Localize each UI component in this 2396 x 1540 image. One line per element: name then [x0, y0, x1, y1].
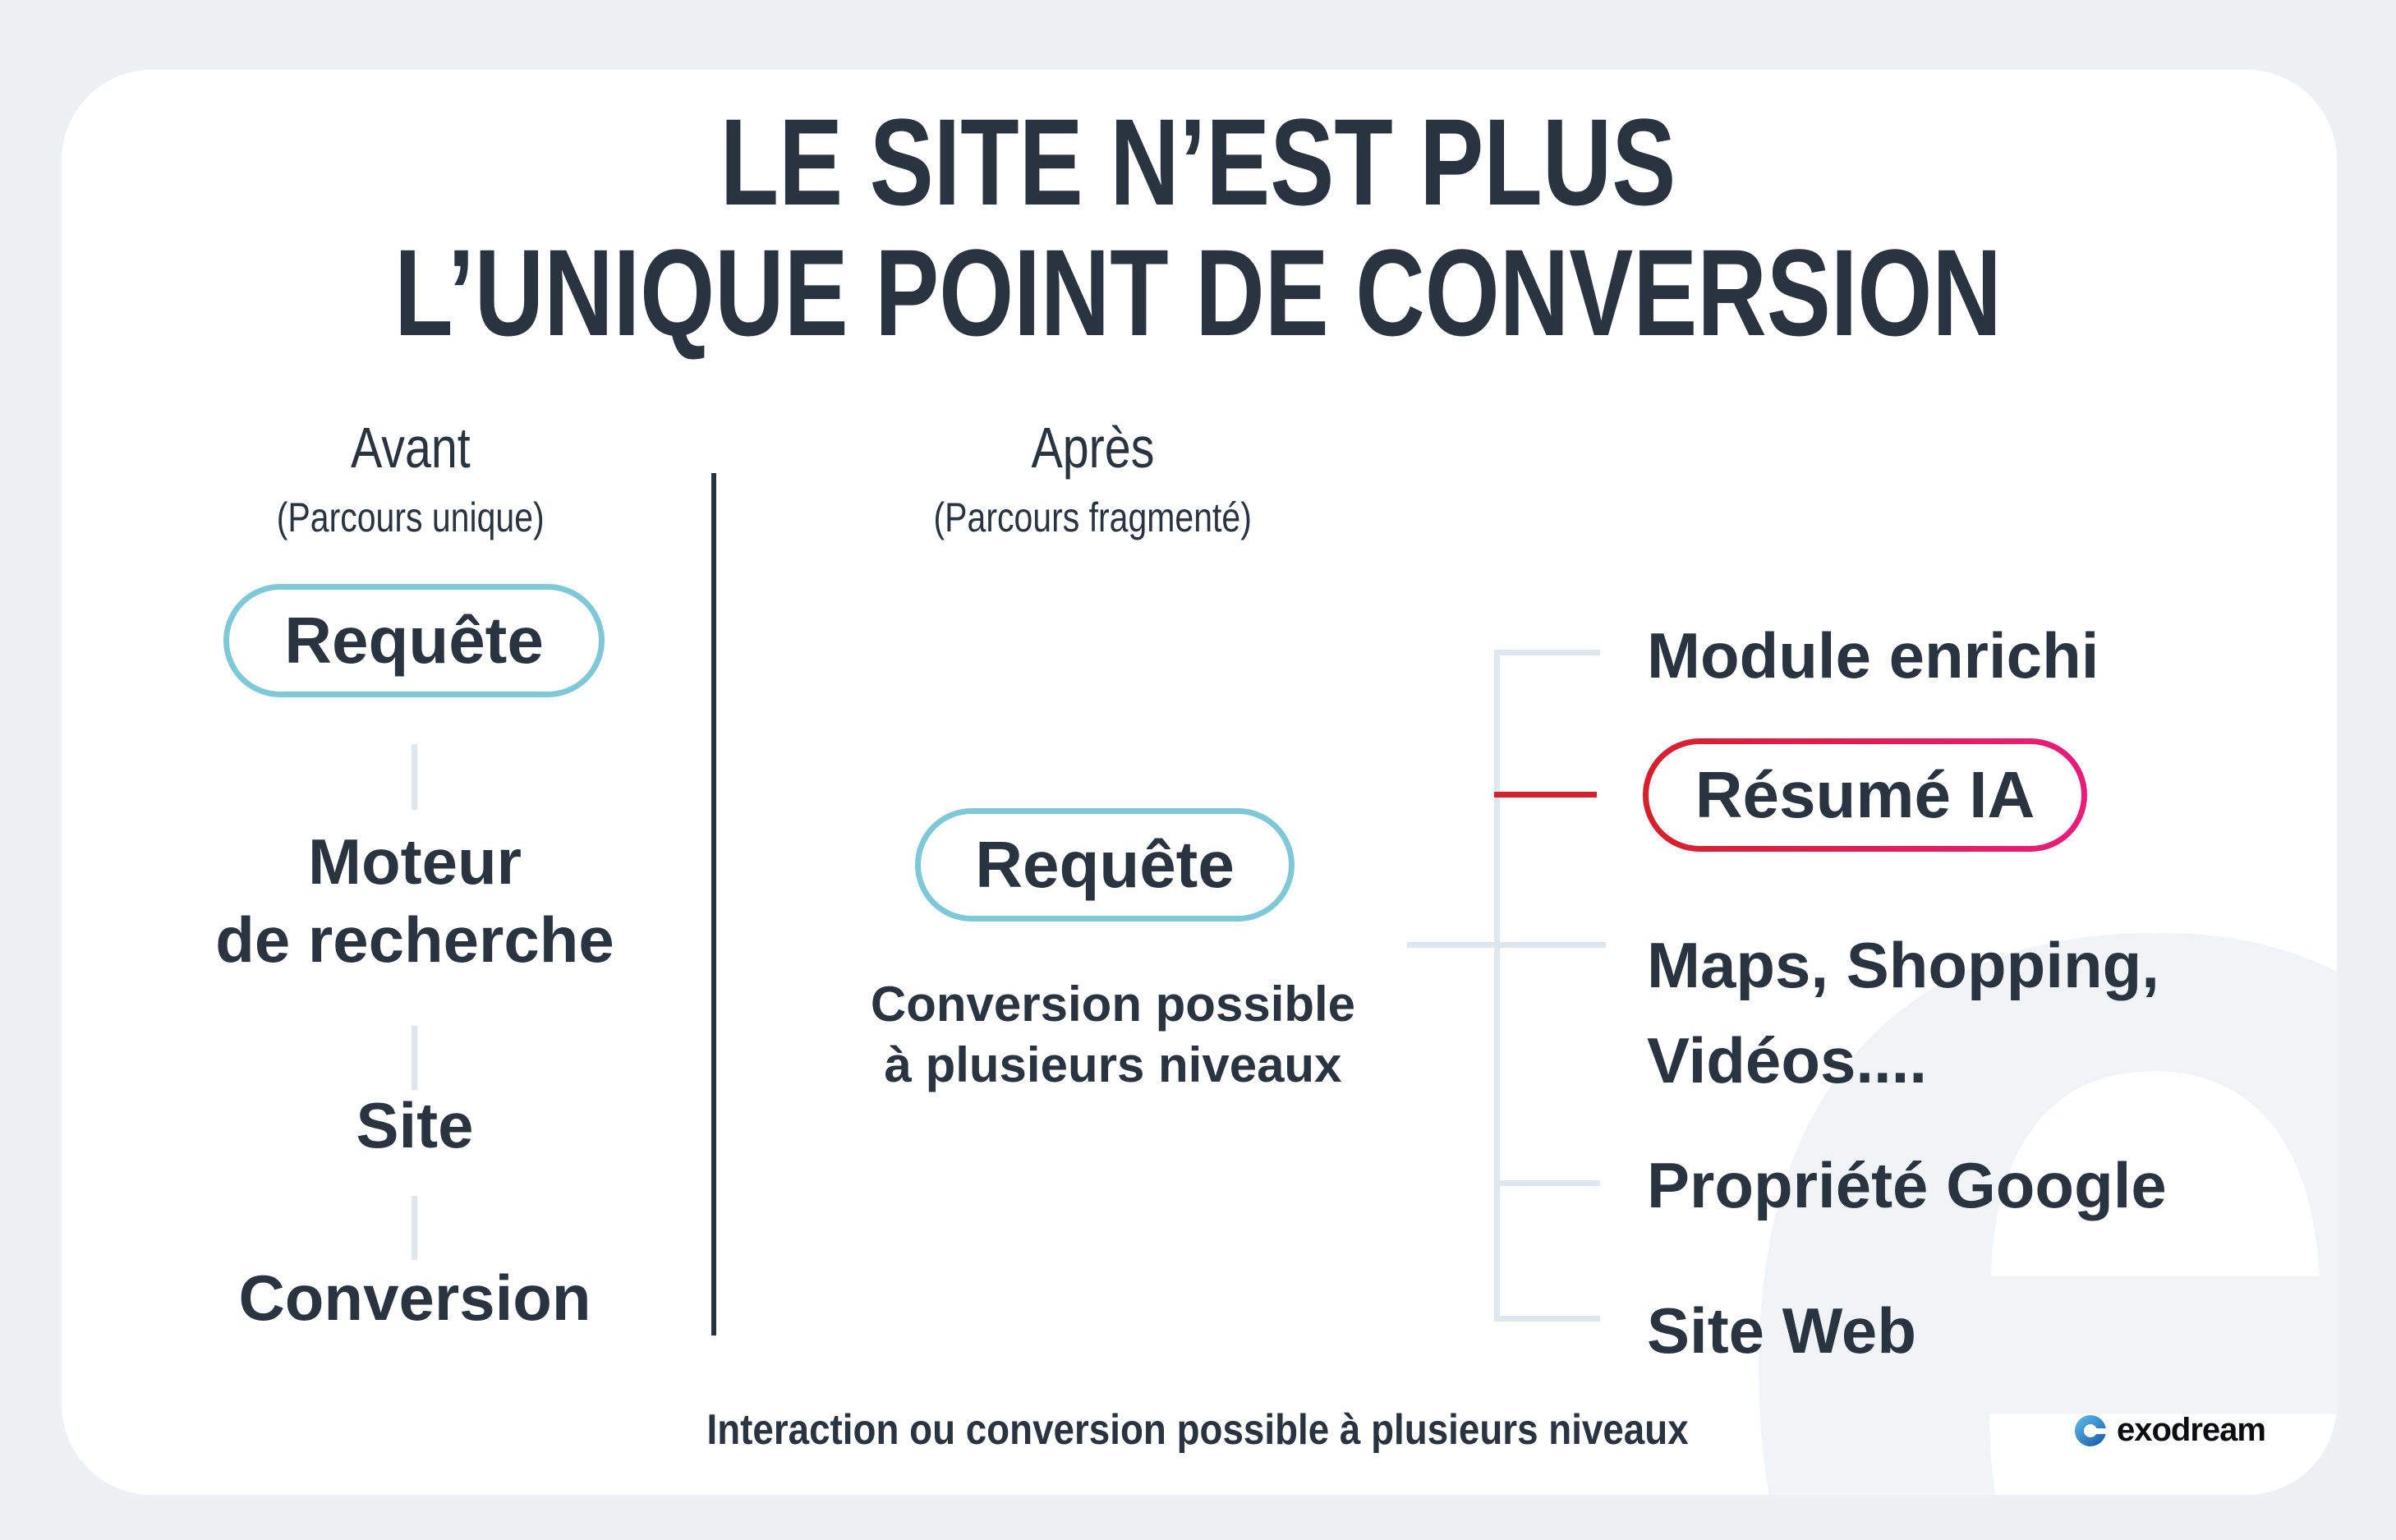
before-step-conversion: Conversion	[238, 1262, 591, 1334]
tree-branch-connector	[1407, 942, 1606, 948]
after-column-heading: Après	[1031, 416, 1154, 480]
tree-branch-connector	[1494, 1316, 1600, 1322]
before-column-subheading: (Parcours unique)	[277, 494, 545, 540]
tree-trunk-line	[1494, 650, 1500, 1322]
exodream-logo: exodream	[2075, 1412, 2266, 1449]
page-title-line2: L’UNIQUE POINT DE CONVERSION	[394, 223, 2002, 361]
page-title-line1: LE SITE N’EST PLUS	[720, 93, 1676, 231]
branch-label-site-web: Site Web	[1647, 1294, 1916, 1367]
after-conversion-note: Conversion possible à plusieurs niveaux	[870, 977, 1356, 1092]
after-column-subheading: (Parcours fragmenté)	[933, 494, 1252, 540]
watermark-e-icon: e	[1696, 346, 2337, 1495]
before-step-search-engine: Moteur de recherche	[215, 825, 614, 976]
column-divider-line	[711, 473, 716, 1335]
page-title: LE SITE N’EST PLUS L’UNIQUE POINT DE CON…	[0, 97, 2396, 358]
flow-connector	[412, 744, 417, 810]
before-column-heading: Avant	[351, 416, 471, 480]
flow-connector	[412, 1196, 417, 1260]
exodream-brand-text: exodream	[2117, 1412, 2266, 1448]
exodream-logo-icon	[2075, 1414, 2106, 1446]
svg-text:e: e	[1696, 346, 2337, 1495]
before-query-pill: Requête	[223, 584, 605, 697]
tree-branch-connector-highlight	[1494, 792, 1597, 798]
branch-label-module-enrichi: Module enrichi	[1647, 619, 2099, 692]
tree-branch-connector	[1494, 1180, 1600, 1186]
tree-branch-connector	[1494, 650, 1600, 655]
branch-resume-ia-pill: Résumé IA	[1643, 738, 2087, 852]
branch-label-maps-shopping-videos: Maps, Shopping, Vidéos....	[1647, 929, 2159, 1096]
after-query-pill: Requête	[915, 808, 1295, 922]
before-step-site: Site	[356, 1089, 474, 1161]
branch-label-propriete-google: Propriété Google	[1647, 1149, 2167, 1221]
footer-caption: Interaction ou conversion possible à plu…	[706, 1406, 1689, 1454]
flow-connector	[412, 1026, 417, 1090]
